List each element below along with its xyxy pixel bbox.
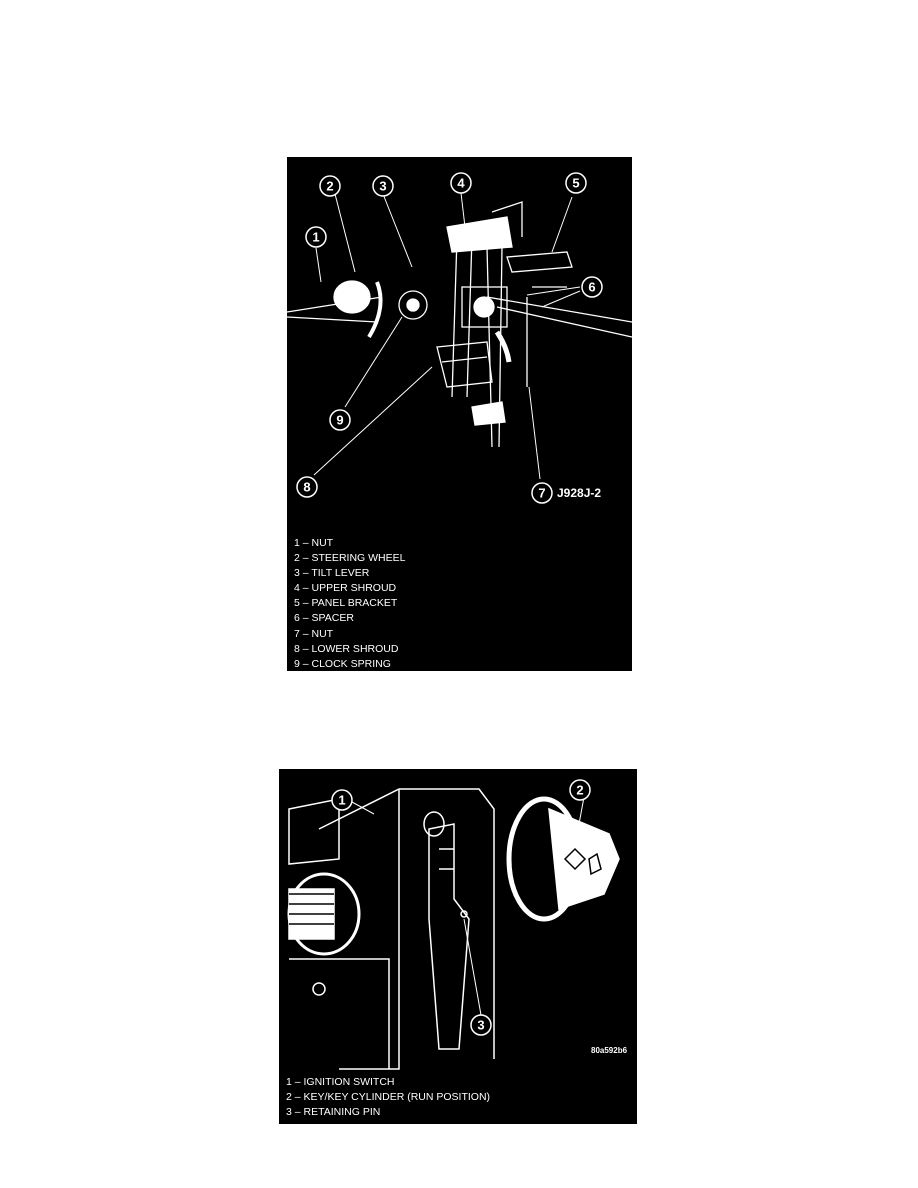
svg-text:3: 3: [477, 1018, 484, 1033]
callout-3: 3: [372, 175, 394, 197]
svg-text:5: 5: [572, 176, 579, 191]
legend-item: 1 – IGNITION SWITCH: [286, 1076, 395, 1088]
legend-item: 3 – TILT LEVER: [294, 567, 370, 580]
figure-code: 80a592b6: [591, 1046, 628, 1055]
legend-item: 2 – KEY/KEY CYLINDER (RUN POSITION): [286, 1091, 491, 1104]
leader-lines: [313, 192, 581, 480]
illustration-lines: [287, 788, 620, 1070]
figure-legend: 1 – NUT 2 – STEERING WHEEL 3 – TILT LEVE…: [294, 536, 405, 671]
svg-text:7: 7: [538, 486, 545, 501]
callout-7: 7: [531, 482, 553, 504]
figure-steering-column-exploded: 1 2 3 4 5 6 7 8 9 J928J-2 1 – NUT 2 – ST…: [287, 157, 632, 671]
svg-text:2: 2: [326, 179, 333, 194]
legend-item: 4 – UPPER SHROUD: [294, 582, 397, 595]
svg-text:6: 6: [588, 280, 595, 295]
callout-markers: 1 2 3: [331, 779, 591, 1036]
legend-item: 2 – STEERING WHEEL: [294, 552, 406, 565]
legend-item: 3 – RETAINING PIN: [286, 1106, 381, 1119]
leader-lines: [351, 796, 585, 1016]
svg-text:1: 1: [338, 793, 345, 808]
callout-markers: 1 2 3 4 5 6 7 8 9: [296, 172, 603, 504]
svg-text:9: 9: [336, 413, 343, 428]
steering-column-illustration: 1 2 3 4 5 6 7 8 9 J928J-2: [287, 172, 632, 504]
svg-text:3: 3: [379, 179, 386, 194]
callout-9: 9: [329, 409, 351, 431]
legend-item: 7 – NUT: [294, 627, 334, 640]
legend-item: 1 – NUT: [294, 537, 334, 549]
callout-4: 4: [450, 172, 472, 194]
illustration-lines: [287, 201, 632, 448]
svg-text:1: 1: [312, 230, 319, 245]
figure-code: J928J-2: [557, 486, 601, 500]
figure-ignition-key-cylinder: 1 2 3 80a592b6 1 – IGNITION SWITCH 2 – K…: [279, 769, 637, 1124]
svg-text:8: 8: [303, 480, 310, 495]
svg-text:2: 2: [576, 783, 583, 798]
callout-2: 2: [569, 779, 591, 801]
callout-2: 2: [319, 175, 341, 197]
callout-6: 6: [581, 276, 603, 298]
callout-1: 1: [331, 789, 353, 811]
legend-item: 6 – SPACER: [294, 612, 354, 625]
legend-item: 8 – LOWER SHROUD: [294, 642, 399, 655]
svg-text:4: 4: [457, 176, 465, 191]
ignition-switch-illustration: 1 2 3 80a592b6: [287, 779, 628, 1070]
callout-3: 3: [470, 1014, 492, 1036]
callout-5: 5: [565, 172, 587, 194]
callout-8: 8: [296, 476, 318, 498]
figure-legend: 1 – IGNITION SWITCH 2 – KEY/KEY CYLINDER…: [286, 1075, 490, 1120]
legend-item: 5 – PANEL BRACKET: [294, 597, 398, 610]
callout-1: 1: [305, 226, 327, 248]
legend-item: 9 – CLOCK SPRING: [294, 657, 391, 670]
